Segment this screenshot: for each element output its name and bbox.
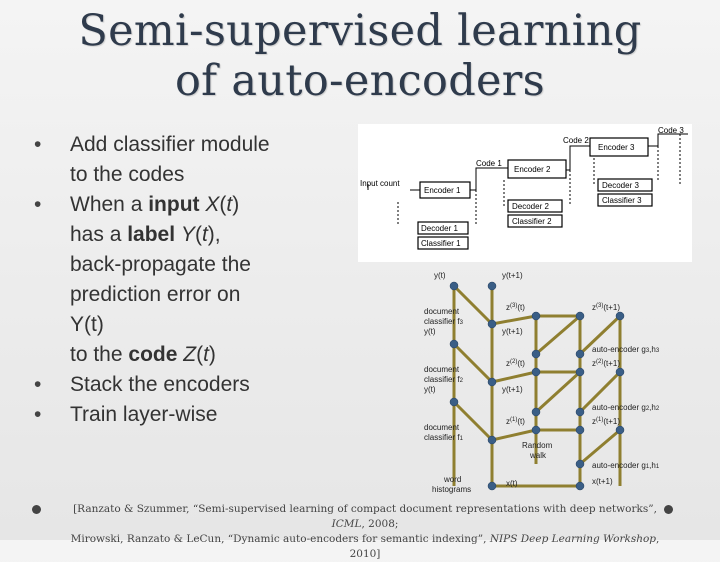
bullet-list: • Add classifier module to the codes • W… (26, 130, 346, 430)
z1t1-label: z(1)(t+1) (592, 417, 620, 426)
encoder1-label: Encoder 1 (424, 186, 461, 195)
bullet-item: • Stack the encoders (26, 370, 346, 400)
reference-bullet-right (664, 505, 673, 514)
code3-label: Code 3 (658, 126, 684, 135)
xt1-label: x(t+1) (592, 477, 613, 486)
decoder3-label: Decoder 3 (602, 181, 639, 190)
doc-classifier1-label: document (424, 423, 460, 432)
decoder3-box (597, 178, 653, 192)
reference-bullet-left (32, 505, 41, 514)
input-count-label: Input count (360, 179, 400, 188)
reference-citation: [Ranzato & Szummer, “Semi-supervised lea… (70, 503, 660, 560)
ae1-label: auto-encoder g1,h1 (592, 461, 660, 470)
svg-text:y(t): y(t) (424, 385, 436, 394)
encoder2-label: Encoder 2 (514, 165, 551, 174)
svg-text:walk: walk (529, 451, 547, 460)
decoder2-label: Decoder 2 (512, 202, 549, 211)
encoder2-box (507, 159, 567, 179)
bullet-item: • When a input X(t) has a label Y(t), ba… (26, 190, 346, 370)
ae2-label: auto-encoder g2,h2 (592, 403, 660, 412)
random-walk-label: Random (522, 441, 553, 450)
stacked-encoder-diagram: Input count Encoder 1 Code 1 Decoder 1 C… (358, 124, 692, 262)
classifier3-label: Classifier 3 (602, 196, 642, 205)
slide-title: Semi-supervised learning of auto-encoder… (0, 6, 720, 106)
diagram-nodes (449, 281, 625, 491)
z1t-label: z(1)(t) (506, 417, 525, 426)
decoder1-box (417, 221, 469, 235)
doc-classifier3-label: document (424, 307, 460, 316)
svg-text:classifier f3: classifier f3 (424, 317, 464, 326)
z2t-label: z(2)(t) (506, 359, 525, 368)
decoder1-label: Decoder 1 (421, 224, 458, 233)
dynamic-autoencoder-diagram: y(t) y(t+1) z(3)(t) z(3)(t+1) document c… (424, 271, 660, 494)
z3t-label: z(3)(t) (506, 303, 525, 312)
ae3-label: auto-encoder g3,h3 (592, 345, 660, 354)
code2-label: Code 2 (563, 136, 589, 145)
classifier2-label: Classifier 2 (512, 217, 552, 226)
svg-text:histograms: histograms (432, 485, 471, 494)
bullet-marker: • (34, 133, 42, 156)
z3t1-label: z(3)(t+1) (592, 303, 620, 312)
title-line-1: Semi-supervised learning (78, 6, 642, 56)
svg-text:y(t+1): y(t+1) (502, 327, 523, 336)
svg-text:y(t): y(t) (424, 327, 436, 336)
code1-label: Code 1 (476, 159, 502, 168)
word-histograms-label: word (443, 475, 461, 484)
encoder3-box (589, 137, 649, 157)
title-line-2: of auto-encoders (174, 56, 545, 106)
bullet-item: • Add classifier module to the codes (26, 130, 346, 190)
yt-label: y(t) (434, 271, 446, 280)
svg-text:y(t+1): y(t+1) (502, 385, 523, 394)
yt1-label: y(t+1) (502, 271, 523, 280)
z2t1-label: z(2)(t+1) (592, 359, 620, 368)
svg-text:classifier f1: classifier f1 (424, 433, 464, 442)
svg-text:classifier f2: classifier f2 (424, 375, 464, 384)
doc-classifier2-label: document (424, 365, 460, 374)
bullet-marker: • (34, 373, 42, 396)
xt-label: x(t) (506, 479, 518, 488)
classifier3-box (597, 193, 653, 207)
classifier1-box (417, 236, 469, 250)
encoder1-box (419, 181, 471, 199)
decoder2-box (507, 199, 563, 213)
classifier1-label: Classifier 1 (421, 239, 461, 248)
classifier2-box (507, 214, 563, 228)
bullet-marker: • (34, 193, 42, 216)
bullet-item: • Train layer-wise (26, 400, 346, 430)
bullet-marker: • (34, 403, 42, 426)
encoder3-label: Encoder 3 (598, 143, 635, 152)
